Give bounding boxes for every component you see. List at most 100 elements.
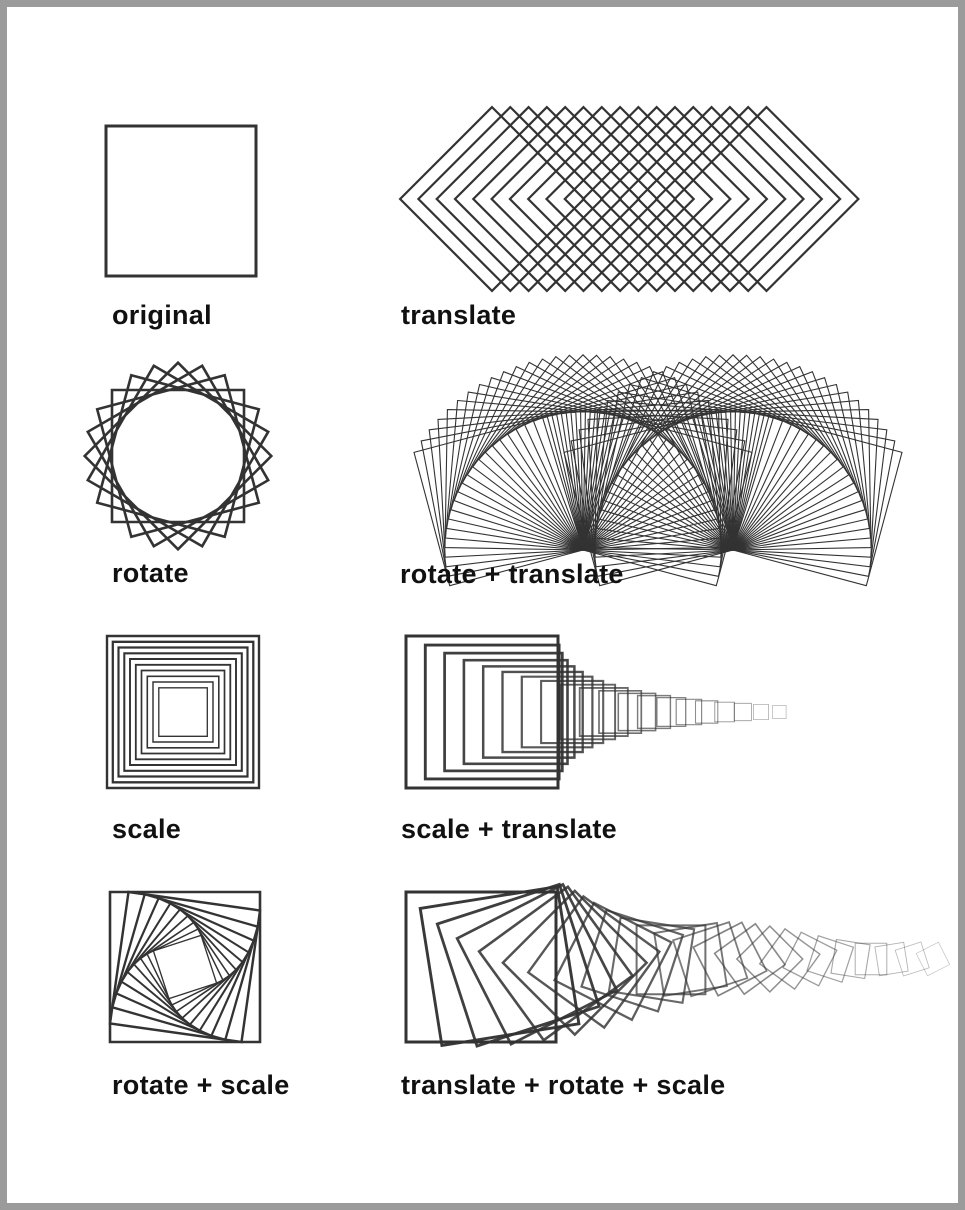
square-shape [453, 105, 641, 293]
square-shape [398, 105, 586, 293]
panel-rotate-scale [108, 890, 262, 1044]
square-shape [520, 675, 594, 749]
label-translate: translate [401, 300, 517, 330]
label-rotate: rotate [112, 558, 189, 588]
label-scale-translate: scale + translate [401, 814, 617, 844]
label-rotate-scale: rotate + scale [112, 1070, 290, 1100]
square-shape [559, 683, 617, 741]
square-shape [132, 914, 238, 1020]
square-shape [110, 388, 246, 524]
square-shape [123, 652, 243, 772]
square-shape [915, 941, 951, 977]
square-shape [146, 928, 224, 1006]
square-shape [526, 894, 662, 1030]
square-shape [111, 640, 255, 784]
panel-rotate [82, 360, 274, 552]
square-shape [95, 373, 261, 539]
square-shape [471, 105, 659, 293]
square-shape [95, 373, 261, 539]
square-shape [636, 105, 824, 293]
square-shape [735, 925, 804, 993]
square-shape [714, 701, 735, 723]
square-shape [692, 921, 768, 997]
panel-translate [398, 105, 860, 293]
square-shape [599, 105, 787, 293]
square-shape [129, 658, 237, 766]
square-shape [581, 105, 769, 293]
square-shape [435, 882, 601, 1048]
square-shape [114, 896, 256, 1038]
square-shape [733, 702, 752, 722]
square-shape [104, 124, 258, 278]
square-shape [636, 694, 672, 730]
square-shape [416, 105, 604, 293]
square-shape [105, 634, 261, 790]
square-shape [508, 105, 696, 293]
square-shape [152, 681, 214, 743]
square-shape [544, 105, 732, 293]
square-shape [578, 686, 629, 738]
square-shape [110, 892, 260, 1042]
square-shape [501, 670, 584, 754]
square-shape [158, 687, 208, 737]
square-shape [598, 689, 643, 735]
square-shape [526, 105, 714, 293]
square-shape [563, 105, 751, 293]
square-shape [152, 934, 218, 1000]
square-shape [618, 105, 806, 293]
square-shape [126, 908, 244, 1026]
label-scale: scale [112, 814, 182, 844]
square-shape [443, 651, 564, 773]
square-shape [671, 920, 749, 998]
square-shape [120, 902, 250, 1032]
square-shape [854, 942, 888, 976]
square-shape [134, 663, 232, 761]
label-translate-rotate-scale: translate + rotate + scale [401, 1070, 726, 1100]
square-shape [140, 669, 226, 755]
square-shape [86, 364, 270, 548]
panel-original [104, 124, 258, 278]
panel-scale-translate [404, 634, 787, 790]
square-shape [782, 931, 838, 987]
square-shape [607, 916, 696, 1005]
square-shape [418, 885, 581, 1048]
square-shape [552, 901, 673, 1022]
square-shape [894, 941, 930, 977]
square-shape [653, 921, 728, 997]
square-shape [139, 921, 231, 1013]
square-shape [435, 105, 623, 293]
square-shape [540, 679, 605, 745]
square-shape [758, 927, 821, 991]
square-shape [580, 908, 685, 1013]
square-shape [501, 889, 649, 1037]
square-shape [694, 700, 719, 724]
square-shape [732, 416, 903, 587]
square-shape [772, 704, 787, 720]
square-shape [617, 692, 657, 732]
square-shape [635, 924, 707, 996]
square-shape [490, 105, 677, 293]
square-shape [86, 364, 270, 548]
label-rotate-translate: rotate + translate [400, 559, 624, 589]
square-shape [404, 890, 558, 1044]
square-shape [108, 890, 262, 1044]
square-shape [806, 935, 855, 983]
square-shape [82, 360, 274, 552]
label-original: original [112, 300, 212, 330]
square-shape [753, 704, 769, 720]
square-shape [713, 922, 787, 996]
panel-rotate-translate [413, 354, 903, 587]
panel-translate-rotate-scale [404, 882, 951, 1048]
panel-scale [105, 634, 261, 790]
square-shape [455, 882, 619, 1047]
square-shape [675, 698, 703, 726]
square-shape [673, 105, 860, 293]
square-shape [146, 675, 220, 749]
square-shape [830, 938, 871, 980]
square-shape [404, 634, 560, 790]
square-shape [108, 890, 262, 1044]
square-shape [656, 696, 687, 728]
square-shape [462, 658, 569, 766]
square-shape [874, 941, 909, 977]
